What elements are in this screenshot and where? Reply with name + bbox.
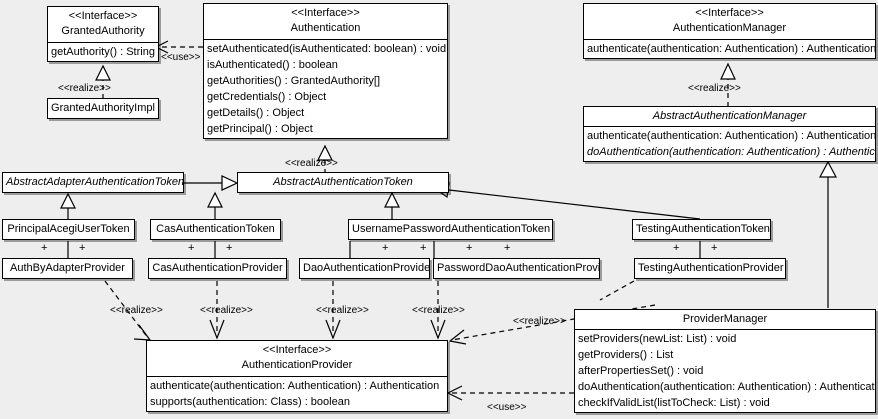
multiplicity-plus: + <box>79 242 86 254</box>
multiplicity-plus: + <box>504 242 511 254</box>
class-box-cas-authentication-provider[interactable]: CasAuthenticationProvider <box>148 258 287 279</box>
class-box-authentication-provider[interactable]: <<Interface>> AuthenticationProvider aut… <box>146 340 448 412</box>
class-header-authentication-provider: <<Interface>> AuthenticationProvider <box>147 341 447 376</box>
class-box-cas-authentication-token[interactable]: CasAuthenticationToken <box>150 219 281 240</box>
operation-check-if-valid-list: checkIfValidList(listToCheck: List) : vo… <box>578 397 770 409</box>
class-box-username-password-authentication-token[interactable]: UsernamePasswordAuthenticationToken <box>348 219 553 240</box>
operations-compartment: authenticate(authentication: Authenticat… <box>584 126 875 161</box>
class-name-label: AbstractAuthenticationToken <box>273 176 413 188</box>
edge-label-realize-provider-manager: <<realize>> <box>513 316 566 327</box>
class-header-granted-authority: <<Interface>> GrantedAuthority <box>48 7 158 42</box>
class-name-label: Authentication <box>290 22 361 34</box>
class-name-label: TestingAuthenticationProvider <box>638 262 784 274</box>
edge-label-use-granted-authority: <<use>> <box>161 52 201 63</box>
stereotype-label: <<Interface>> <box>291 7 360 19</box>
operation-get-providers: getProviders() : List <box>578 349 674 361</box>
class-name-label: PrincipalAcegiUserToken <box>7 223 130 235</box>
multiplicity-plus: + <box>382 242 389 254</box>
operation-get-authorities: getAuthorities() : GrantedAuthority[] <box>207 75 381 87</box>
operation-authenticate: authenticate(authentication: Authenticat… <box>587 43 876 55</box>
multiplicity-plus: + <box>41 242 48 254</box>
class-name-label: UsernamePasswordAuthenticationToken <box>352 223 551 235</box>
stereotype-label: <<Interface>> <box>695 7 764 19</box>
class-box-testing-authentication-provider[interactable]: TestingAuthenticationProvider <box>634 258 786 279</box>
multiplicity-plus: + <box>673 242 680 254</box>
class-header-authentication: <<Interface>> Authentication <box>204 4 447 39</box>
operations-compartment: setAuthenticated(isAuthenticated: boolea… <box>204 39 447 138</box>
class-box-testing-authentication-token[interactable]: TestingAuthenticationToken <box>632 219 771 240</box>
class-name-label: DaoAuthenticationProvider <box>303 262 430 274</box>
class-name-label: AbstractAdapterAuthenticationToken <box>6 176 184 188</box>
edge-label-realize-password-dao: <<realize>> <box>412 305 465 316</box>
class-name-label: PasswordDaoAuthenticationProvider <box>437 262 600 274</box>
class-name-label: CasAuthenticationToken <box>156 223 275 235</box>
operation-authenticate: authenticate(authentication: Authenticat… <box>587 130 876 142</box>
class-name-label: ProviderManager <box>682 313 768 325</box>
operations-compartment: getAuthority() : String <box>48 42 158 61</box>
class-name-label: GrantedAuthorityImpl <box>51 102 155 114</box>
operation-do-authentication: doAuthentication(authentication: Authent… <box>587 146 876 158</box>
multiplicity-plus: + <box>226 242 233 254</box>
edge-label-use-provider-manager: <<use>> <box>487 402 527 413</box>
class-name-label: AuthenticationProvider <box>241 359 353 371</box>
operation-is-authenticated: isAuthenticated() : boolean <box>207 59 338 71</box>
operation-get-credentials: getCredentials() : Object <box>207 91 327 103</box>
class-box-auth-by-adapter-provider[interactable]: AuthByAdapterProvider <box>2 258 133 279</box>
operation-set-providers: setProviders(newList: List) : void <box>578 333 737 345</box>
class-box-principal-acegi-user-token[interactable]: PrincipalAcegiUserToken <box>2 219 135 240</box>
operation-supports: supports(authentication: Class) : boolea… <box>150 396 350 408</box>
multiplicity-plus: + <box>188 242 195 254</box>
multiplicity-plus: + <box>466 242 473 254</box>
class-box-abstract-authentication-token[interactable]: AbstractAuthenticationToken <box>237 172 449 193</box>
operation-do-authentication: doAuthentication(authentication: Authent… <box>578 381 876 393</box>
operations-compartment: setProviders(newList: List) : void getPr… <box>575 329 875 412</box>
class-box-abstract-authentication-manager[interactable]: AbstractAuthenticationManager authentica… <box>583 106 876 162</box>
class-box-provider-manager[interactable]: ProviderManager setProviders(newList: Li… <box>574 309 876 413</box>
class-box-granted-authority-impl[interactable]: GrantedAuthorityImpl <box>47 98 159 119</box>
class-box-granted-authority[interactable]: <<Interface>> GrantedAuthority getAuthor… <box>47 6 159 62</box>
class-header-authentication-manager: <<Interface>> AuthenticationManager <box>584 4 875 39</box>
edge-label-realize-granted-authority-impl: <<realize>> <box>58 83 111 94</box>
edge-label-realize-abstract-authentication-manager: <<realize>> <box>688 83 741 94</box>
class-name-label: AuthByAdapterProvider <box>10 262 125 274</box>
operations-compartment: authenticate(authentication: Authenticat… <box>147 376 447 411</box>
class-box-password-dao-authentication-provider[interactable]: PasswordDaoAuthenticationProvider <box>433 258 600 279</box>
class-box-abstract-adapter-authentication-token[interactable]: AbstractAdapterAuthenticationToken <box>2 172 184 193</box>
multiplicity-plus: + <box>420 242 427 254</box>
class-name-label: AuthenticationManager <box>672 22 787 34</box>
multiplicity-plus: + <box>711 242 718 254</box>
class-box-authentication[interactable]: <<Interface>> Authentication setAuthenti… <box>203 3 448 139</box>
operation-get-details: getDetails() : Object <box>207 107 305 119</box>
class-box-authentication-manager[interactable]: <<Interface>> AuthenticationManager auth… <box>583 3 876 59</box>
operation-get-principal: getPrincipal() : Object <box>207 123 313 135</box>
edge-label-realize-dao: <<realize>> <box>316 305 369 316</box>
operations-compartment: authenticate(authentication: Authenticat… <box>584 39 875 58</box>
operation-authenticate: authenticate(authentication: Authenticat… <box>150 380 440 392</box>
class-box-dao-authentication-provider[interactable]: DaoAuthenticationProvider <box>299 258 430 279</box>
edge-label-realize-cas: <<realize>> <box>200 305 253 316</box>
class-name-label: CasAuthenticationProvider <box>152 262 283 274</box>
operation-get-authority: getAuthority() : String <box>51 46 155 58</box>
edge-label-realize-auth-by-adapter: <<realize>> <box>110 305 163 316</box>
stereotype-label: <<Interface>> <box>262 344 332 356</box>
stereotype-label: <<Interface>> <box>68 10 138 22</box>
class-name-label: AbstractAuthenticationManager <box>652 110 807 122</box>
class-name-label: GrantedAuthority <box>61 25 145 37</box>
class-name-label: TestingAuthenticationToken <box>636 223 770 235</box>
operation-set-authenticated: setAuthenticated(isAuthenticated: boolea… <box>207 43 447 55</box>
operation-after-properties-set: afterPropertiesSet() : void <box>578 365 704 377</box>
edge-label-realize-abstract-authentication-token: <<realize>> <box>285 158 338 169</box>
